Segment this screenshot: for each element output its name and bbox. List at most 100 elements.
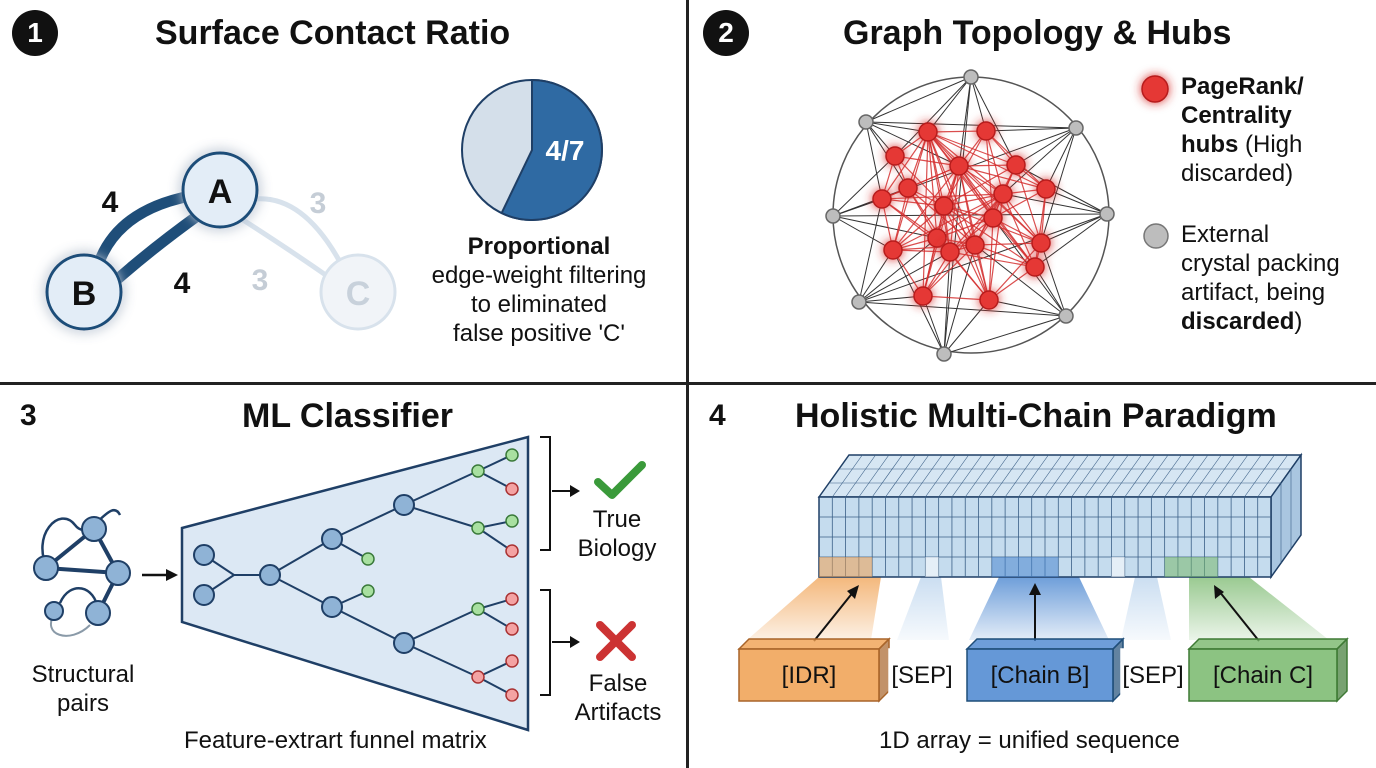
graph-edge-hub: [892, 244, 976, 251]
caption-line-1: Proportional: [467, 233, 611, 260]
graph-edge-hub: [1002, 193, 1042, 244]
tree-leaf-red: [505, 622, 519, 636]
pie-label: 4/7: [546, 135, 585, 166]
edge-ac-upper: [247, 196, 343, 264]
input-arrow-head: [166, 569, 178, 581]
legend-hub-bold-1: PageRank/: [1181, 73, 1304, 100]
graph-edge-external: [974, 244, 1067, 317]
graph-edge-external: [865, 121, 929, 133]
array-grid-line: [1097, 454, 1129, 498]
graph-node-hub: [918, 122, 938, 142]
graph-node-hub: [934, 196, 954, 216]
graph-edge-hub: [958, 165, 1047, 190]
cross-icon: [596, 621, 636, 661]
graph-node-external: [858, 114, 874, 130]
node-c-label: C: [346, 275, 371, 313]
tree-edge: [403, 608, 479, 644]
token-box-side: [1336, 637, 1348, 703]
token-box: [738, 648, 880, 702]
tree-node: [393, 494, 415, 516]
graph-edge-hub: [988, 193, 1004, 301]
graph-node-external: [825, 208, 841, 224]
token-label: [SEP]: [1122, 662, 1183, 689]
decision-tree: [193, 448, 519, 702]
array-grid-line: [978, 454, 1009, 498]
array-grid-line: [1111, 454, 1142, 498]
array-grid-line: [1058, 454, 1089, 498]
array-grid-line: [1190, 454, 1222, 498]
legend-hub-bold-2: Centrality: [1181, 102, 1292, 129]
sequence-array-diagram: [IDR][SEP][Chain B][SEP][Chain C]: [737, 452, 1349, 703]
graph-edge-hub: [974, 242, 1042, 246]
legend-external-bold-4: discarded: [1181, 308, 1295, 335]
graph-edge-hub: [892, 165, 960, 251]
legend-external-line-1: External: [1181, 221, 1270, 248]
tree-node: [321, 528, 343, 550]
graph-edge-external: [943, 299, 990, 355]
node-c: [319, 253, 397, 331]
output-false-line-1: False: [588, 670, 648, 697]
graph-edge-hub: [892, 205, 945, 251]
token-box-top: [965, 638, 1125, 650]
tree-leaf-green: [505, 514, 519, 528]
panel-number: 4: [709, 399, 726, 432]
array-grid-line: [1137, 454, 1169, 498]
arrow-true-head: [570, 485, 580, 497]
graph-edge-hub: [943, 164, 1017, 207]
tree-leaf-red: [505, 482, 519, 496]
output-false-line-2: Artifacts: [574, 699, 662, 726]
beam-sep-1: [897, 577, 949, 640]
tree-edge: [269, 538, 333, 576]
array-highlight-cells: [925, 557, 939, 577]
array-grid-line: [1217, 454, 1249, 498]
graph-edge-hub: [943, 205, 1036, 268]
array-grid-line: [898, 454, 930, 498]
token-label: [IDR]: [782, 662, 837, 689]
legend-external-line-2: crystal packing: [1181, 250, 1340, 277]
input-label-line-2: pairs: [56, 690, 110, 717]
funnel-caption: Feature-extrart funnel matrix: [184, 727, 487, 754]
tree-edge: [403, 504, 479, 529]
node-b-label: B: [72, 275, 97, 313]
graph-node-hub: [927, 228, 947, 248]
array-grid-line: [925, 454, 956, 498]
graph-edge-hub: [1034, 188, 1047, 268]
pointer-arrows: [813, 590, 1260, 642]
graph-node-hub: [1006, 155, 1026, 175]
graph-edge-external: [922, 295, 945, 355]
arrow-head-idr: [847, 585, 859, 599]
beam-chain-c: [1189, 577, 1329, 640]
input-label: Structural pairs: [18, 660, 148, 718]
graph-edge-hub: [927, 131, 938, 239]
node-b: [45, 253, 123, 331]
token-label: [Chain B]: [991, 662, 1090, 689]
graph-node-hub: [965, 235, 985, 255]
output-false-label: False Artifacts: [570, 669, 666, 727]
graph-edge-hub: [992, 188, 1047, 219]
token-box: [1120, 648, 1186, 702]
graph-node-hub: [913, 286, 933, 306]
contact-pie-chart: [461, 78, 603, 221]
graph-edge-hub: [974, 244, 1036, 268]
graph-edge-external: [1040, 127, 1077, 244]
array-grid-line: [938, 454, 969, 498]
caption-line-2: edge-weight filtering: [431, 262, 647, 289]
beam-chain-b: [969, 577, 1109, 640]
tree-edge: [403, 642, 479, 678]
graph-node-hub: [1031, 233, 1051, 253]
array-grid-line: [1004, 454, 1036, 498]
graph-edge-external: [858, 301, 1067, 317]
input-label-line-1: Structural: [31, 661, 135, 688]
graph-edge-external: [832, 155, 896, 217]
graph-node-hub: [885, 146, 905, 166]
graph-node-hub: [940, 242, 960, 262]
tree-leaf-green: [471, 521, 485, 535]
tree-leaf-red: [505, 654, 519, 668]
tree-leaf-green: [361, 584, 375, 598]
edge-ab-upper-weight: 4: [102, 186, 119, 219]
token-box: [1188, 648, 1338, 702]
graph-edge-external: [894, 76, 972, 157]
panel-graph-topology: 2 Graph Topology & Hubs PageRank/ Centra…: [689, 0, 1376, 382]
graph-edge-external: [1015, 127, 1077, 166]
edge-ac-lower-weight: 3: [252, 264, 269, 297]
